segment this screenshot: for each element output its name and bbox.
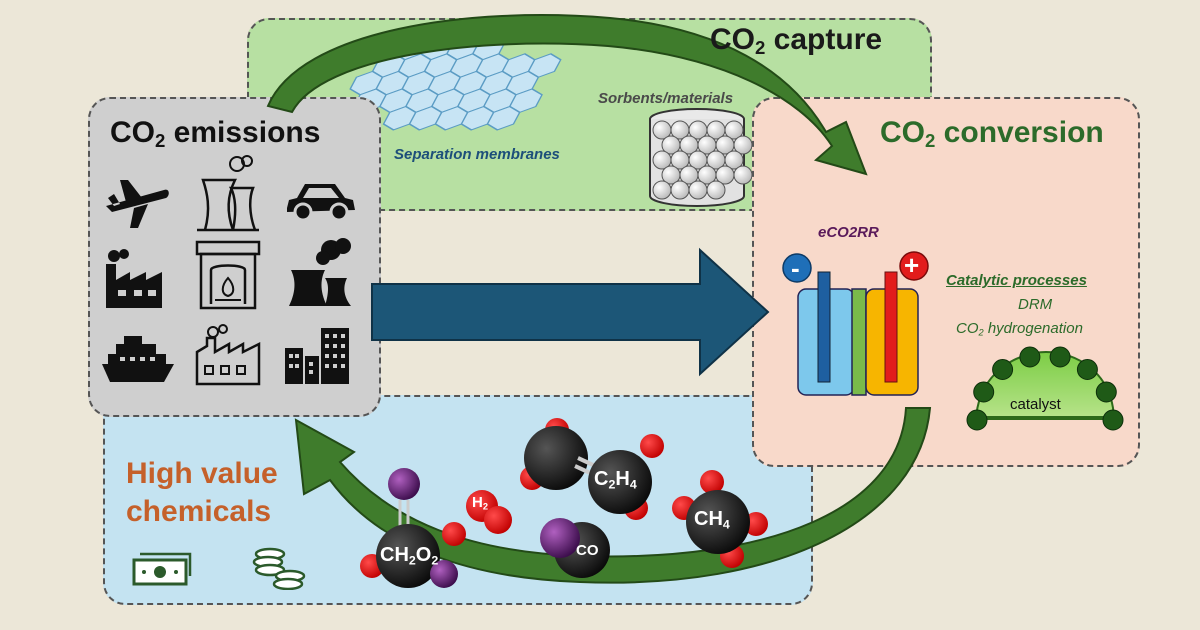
- catalyst-particle: [973, 381, 995, 403]
- co-label: CO: [576, 542, 599, 559]
- banknote-icon: [132, 552, 192, 586]
- plus-sign: +: [904, 250, 920, 280]
- c2h4-label: C2H4: [594, 468, 637, 492]
- factory-outline-icon: [195, 324, 261, 386]
- ch2o2-label: CH2O2: [380, 544, 439, 568]
- molecule-co: [540, 518, 610, 578]
- car-icon: [287, 184, 355, 222]
- catalyst-particle: [992, 359, 1014, 380]
- catalyst-label: catalyst: [1010, 396, 1061, 413]
- sorbent-container-graphic: [649, 108, 753, 207]
- co2-capture-title: CO2 capture: [710, 23, 883, 59]
- fireplace-icon: [195, 240, 261, 310]
- co2-conversion-title: CO2 conversion: [880, 116, 1104, 152]
- co2-emissions-title: CO2 emissions: [110, 116, 321, 152]
- drm-label: DRM: [1018, 296, 1053, 313]
- power-plant-icon: [197, 155, 259, 232]
- catalyst-particle: [1076, 359, 1098, 380]
- catalyst-particle: [966, 409, 988, 431]
- h2-label: H2: [472, 494, 489, 512]
- molecule-ch4: [672, 470, 768, 568]
- molecule-c2h4: [520, 418, 664, 520]
- catalyst-particle: [1095, 381, 1117, 403]
- catalytic-processes-label: Catalytic processes: [946, 272, 1087, 289]
- ship-icon: [102, 336, 174, 382]
- membrane-hexagon: [486, 105, 521, 131]
- green-capture-arrow: [266, 14, 868, 176]
- sorbents-materials-label: Sorbents/materials: [598, 90, 734, 107]
- cooling-tower-icon: [289, 238, 351, 306]
- coins-icon: [252, 547, 306, 590]
- factory-icon: [106, 249, 162, 308]
- blue-conversion-arrow: [371, 247, 770, 377]
- eco2rr-label: eCO2RR: [818, 224, 879, 241]
- co2-hydrogenation-label: CO2 hydrogenation: [956, 320, 1083, 338]
- catalyst-particle: [1102, 409, 1124, 431]
- sorbent-particle: [724, 120, 744, 140]
- sorbent-particle: [724, 150, 744, 170]
- ch4-label: CH4: [694, 508, 730, 532]
- high-value-chemicals-title: High value chemicals: [126, 457, 278, 528]
- molecule-ch2o2: [360, 468, 466, 588]
- airplane-icon: [106, 180, 169, 228]
- molecule-h2: [466, 490, 512, 534]
- catalyst-particle: [1049, 346, 1071, 368]
- city-buildings-icon: [285, 328, 349, 384]
- electrolyzer-graphic: [782, 251, 929, 396]
- catalyst-particle: [1019, 346, 1041, 368]
- catalyst-graphic: [966, 346, 1124, 431]
- separation-membranes-label: Separation membranes: [394, 146, 560, 163]
- minus-sign: -: [791, 253, 800, 283]
- sorbent-particle: [706, 180, 726, 200]
